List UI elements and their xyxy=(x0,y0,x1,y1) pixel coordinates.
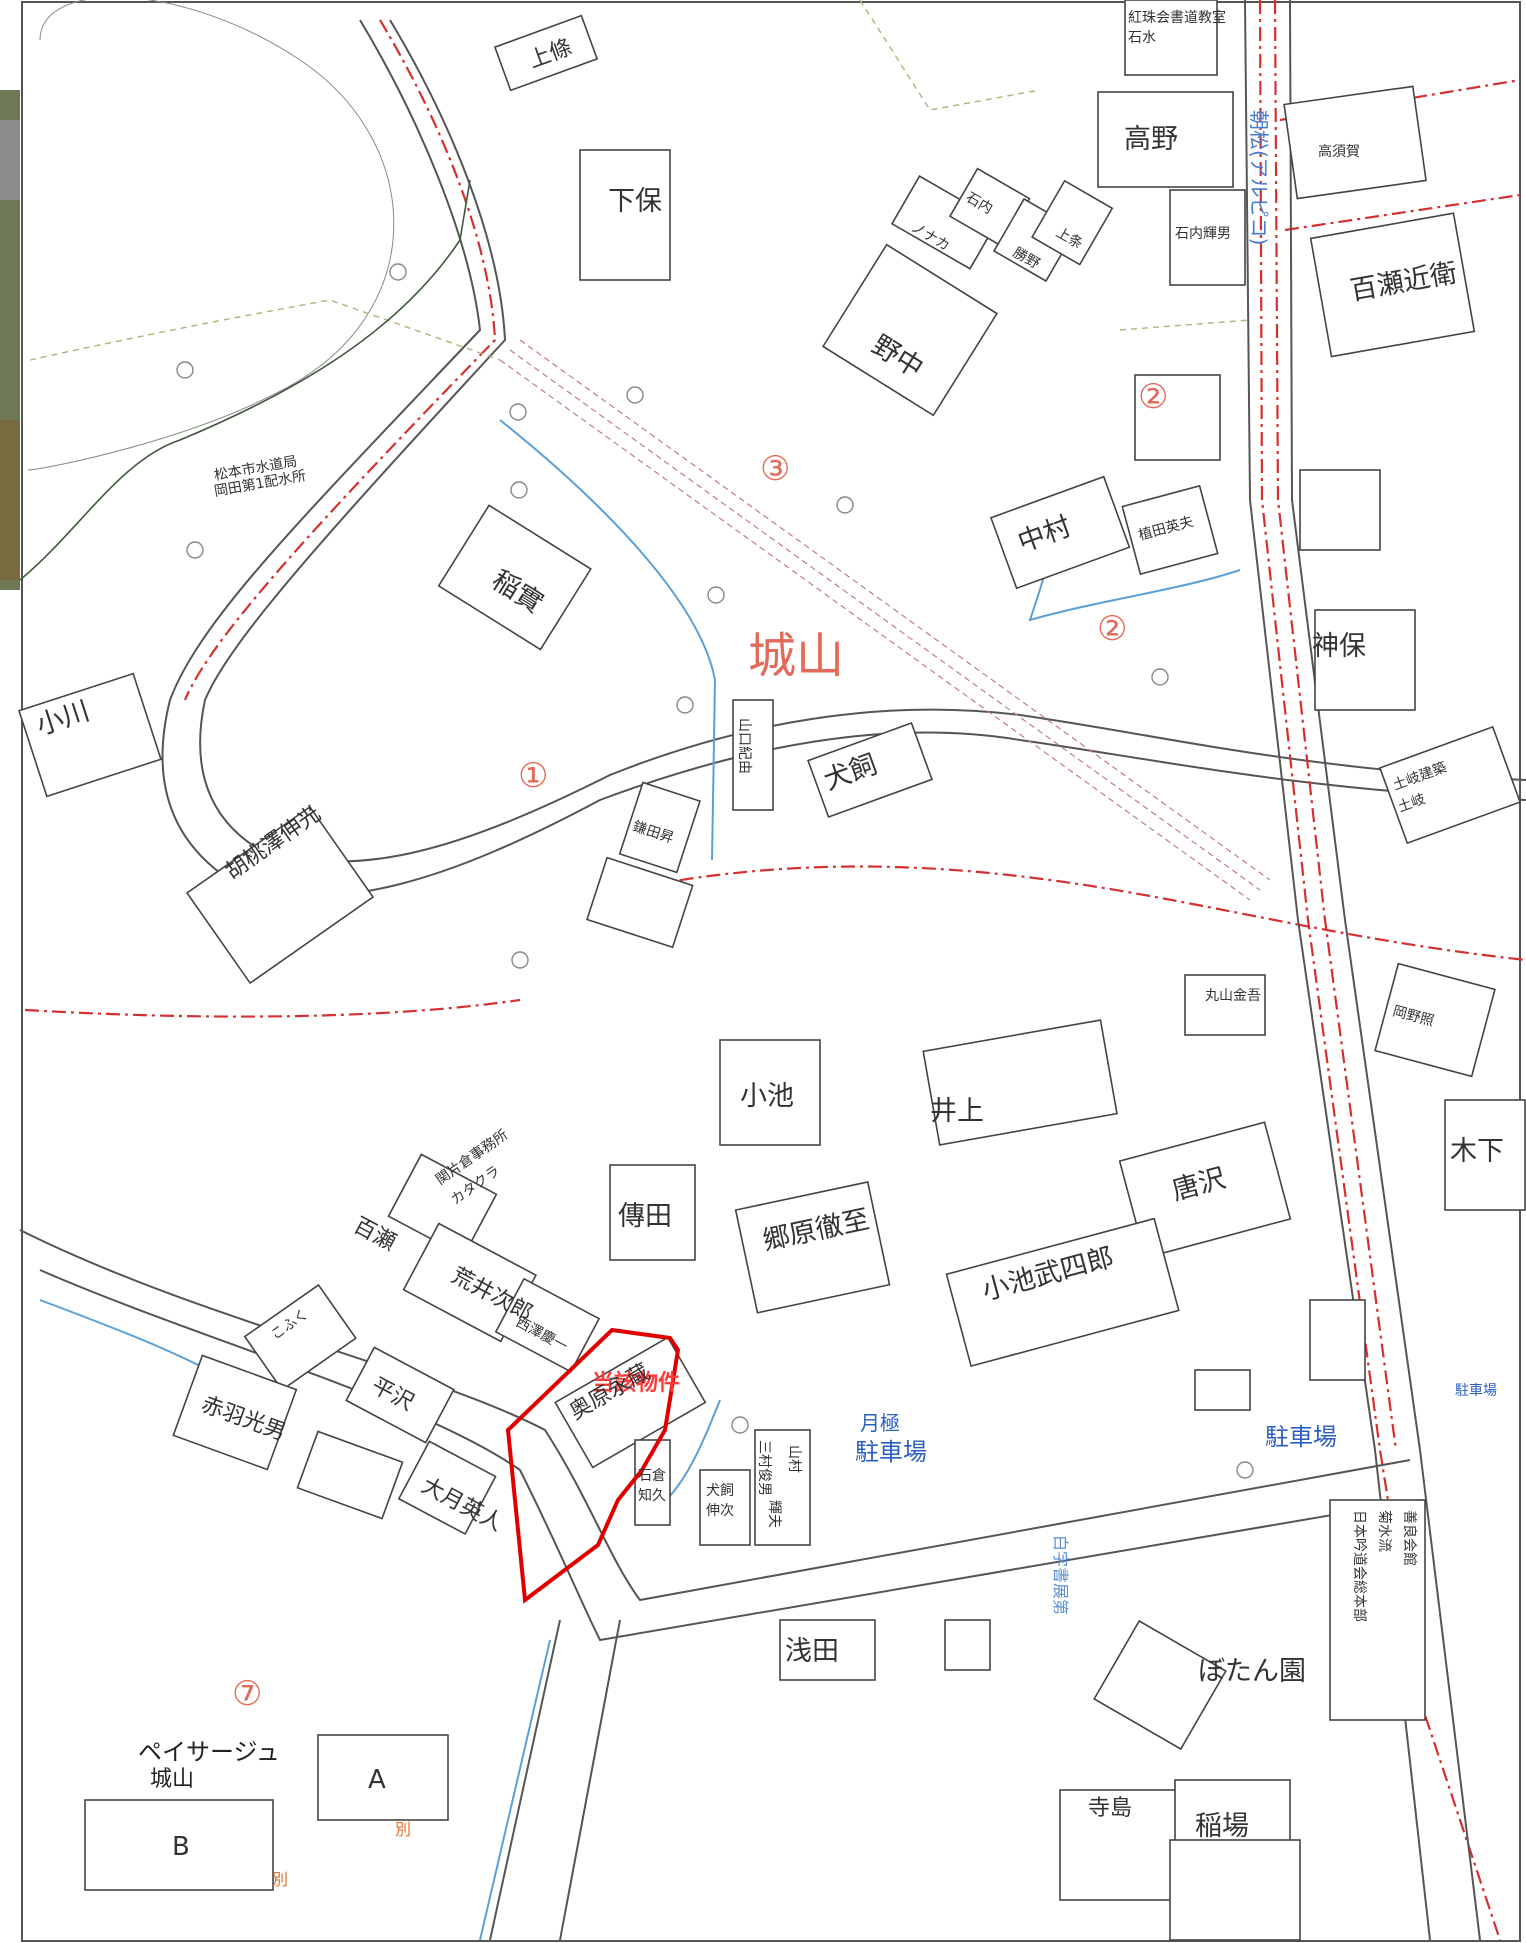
label-alpico: 朝松(アルピコ) xyxy=(1247,110,1271,245)
label-parking-right: 駐車場 xyxy=(1455,1382,1497,1399)
district-boundary-mid xyxy=(24,998,521,1018)
district-label: 城山 xyxy=(748,628,844,684)
district-boundary-east-road-2 xyxy=(1273,0,1398,1451)
label-denda: 傳田 xyxy=(618,1201,672,1232)
zone-marker-3: ③ xyxy=(760,449,790,489)
green-boundary-line xyxy=(19,179,471,581)
south-road xyxy=(489,1619,561,1941)
label-ishikura-sub: 知久 xyxy=(638,1487,666,1504)
label-inukai2-sub: 伸次 xyxy=(706,1503,734,1519)
label-terashima: 寺島 xyxy=(1088,1796,1132,1821)
label-calligraphy-school: 紅珠会書道教室 xyxy=(1128,9,1226,26)
stream-2 xyxy=(479,1639,551,1941)
label-momose: 百瀬 xyxy=(349,1213,400,1256)
lower-road xyxy=(39,1269,1421,1642)
label-calligraphy-school-sub: 石水 xyxy=(1128,30,1156,46)
label-shimoho: 下保 xyxy=(608,186,662,217)
label-takasuga: 高須賀 xyxy=(1318,143,1360,160)
district-boundary-east-road xyxy=(1258,0,1502,1941)
label-mikatsu: 三村俊男 xyxy=(756,1440,772,1496)
label-yamamura: 山村 xyxy=(786,1445,802,1473)
label-takano: 高野 xyxy=(1124,124,1178,155)
label-koike: 小池 xyxy=(740,1081,794,1112)
label-kamiho: 神保 xyxy=(1312,631,1366,662)
rail-line-1 xyxy=(499,359,1251,901)
label-maruyama: 丸山金吾 xyxy=(1205,988,1261,1004)
fence-1 xyxy=(29,299,501,361)
label-ishikura: 石倉 xyxy=(638,1468,666,1484)
east-road-2 xyxy=(1289,0,1481,1941)
zone-marker-1: ① xyxy=(518,756,548,796)
label-zenko: 善良会館 xyxy=(1401,1510,1418,1566)
fence-3 xyxy=(1119,319,1251,331)
south-road-2 xyxy=(559,1619,621,1941)
label-monthly-parking-sub: 駐車場 xyxy=(855,1438,927,1466)
label-monthly-parking: 月極 xyxy=(860,1411,900,1435)
label-kikusui: 菊水流 xyxy=(1376,1510,1392,1552)
aerial-photo-strip xyxy=(0,90,20,590)
label-peisage: ペイサージュ xyxy=(138,1738,280,1766)
zone-marker-2a: ② xyxy=(1138,377,1168,417)
label-building-b: B xyxy=(172,1832,190,1862)
lower-road-2 xyxy=(19,1229,1411,1602)
label-botanen: ぼたん園 xyxy=(1198,1656,1306,1687)
label-building-a: A xyxy=(368,1765,386,1795)
zone-marker-7: ⑦ xyxy=(232,1674,262,1714)
label-peisage-sub: 城山 xyxy=(150,1767,194,1792)
label-yamaguchi: 山口紀由 xyxy=(736,718,752,774)
label-kinoshita: 木下 xyxy=(1450,1136,1504,1167)
label-inaba: 稲場 xyxy=(1195,1811,1249,1842)
label-asada: 浅田 xyxy=(785,1636,839,1667)
label-inukai2: 犬飼 xyxy=(706,1483,734,1499)
label-inoue: 井上 xyxy=(930,1096,984,1127)
district-boundary-north xyxy=(599,865,1526,962)
label-yamamura-2: 輝夫 xyxy=(766,1500,782,1528)
label-betsu: 別 xyxy=(395,1820,411,1839)
map-frame xyxy=(21,1,1521,1942)
sports-field-boundary xyxy=(27,0,395,471)
district-boundary-west xyxy=(183,19,497,701)
map-symbols xyxy=(176,263,1254,1479)
label-betsu-2: 別 xyxy=(272,1870,288,1889)
zone-marker-2b: ② xyxy=(1097,609,1127,649)
stream-1 xyxy=(499,419,717,861)
label-jihinsha: 白字書展第 xyxy=(1051,1535,1070,1615)
rail-line-3 xyxy=(519,339,1271,881)
label-ishiuchi: 石内輝男 xyxy=(1175,226,1231,242)
fence-2 xyxy=(859,0,1041,111)
label-nihon-shigin: 日本吟道会総本部 xyxy=(1351,1510,1367,1622)
target-property-label: 当該物件 xyxy=(592,1370,680,1396)
target-property-outline xyxy=(505,1327,681,1604)
building-shapes xyxy=(18,0,1526,1941)
district-boundary-ne-2 xyxy=(1284,193,1521,232)
label-parking: 駐車場 xyxy=(1265,1423,1337,1451)
rail-line-2 xyxy=(509,349,1261,891)
